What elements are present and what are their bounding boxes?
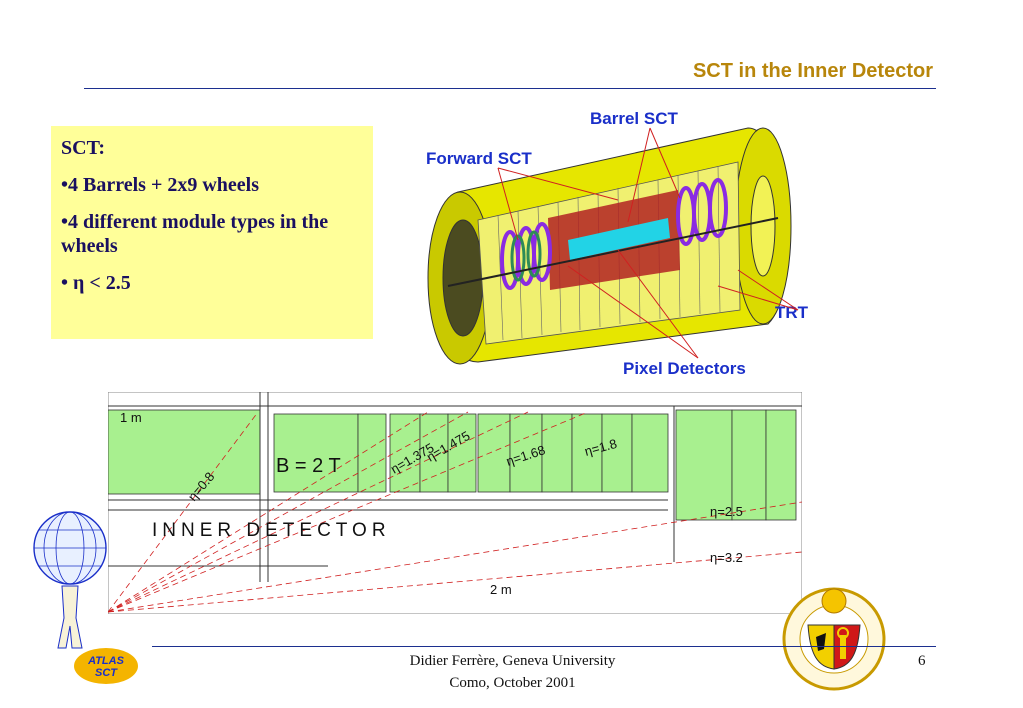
barrel-sct-label: Barrel SCT — [590, 109, 678, 128]
atlas-logo-text: ATLAS — [87, 655, 125, 667]
page-number: 6 — [918, 653, 926, 669]
footer-rule — [152, 646, 936, 647]
eta-label-3.2: η=3.2 — [710, 550, 743, 565]
slide-title: SCT in the Inner Detector — [692, 60, 933, 82]
scale-2m-label: 2 m — [490, 582, 512, 597]
eta-label-2.5: η=2.5 — [710, 504, 743, 519]
info-bullet-1: •4 Barrels + 2x9 wheels — [61, 174, 260, 196]
trt-label: TRT — [775, 303, 808, 322]
forward-sct-label: Forward SCT — [426, 149, 532, 168]
inner-detector-label: INNER DETECTOR — [152, 520, 391, 541]
scale-1m-label: 1 m — [120, 410, 142, 425]
pixel-detectors-label: Pixel Detectors — [623, 359, 746, 378]
footer-author: Didier Ferrère, Geneva University — [409, 653, 616, 669]
footer-venue: Como, October 2001 — [449, 675, 576, 691]
geneva-university-seal — [782, 587, 886, 691]
info-bullet-3: • η < 2.5 — [61, 272, 131, 294]
info-bullet-2: •4 different module types in the wheels — [61, 211, 329, 257]
title-rule — [84, 88, 936, 89]
inner-detector-3d-figure: Barrel SCT Forward SCT TRT Pixel Detecto… — [426, 109, 808, 378]
quarter-section-figure: 1 m 2 m B = 2 T INNER DETECTOR η=0.8 η=1… — [108, 392, 802, 614]
info-heading: SCT: — [61, 137, 106, 159]
info-box: SCT: •4 Barrels + 2x9 wheels •4 differen… — [51, 126, 373, 339]
atlas-sct-logo: ATLAS SCT — [33, 511, 138, 684]
sct-logo-text: SCT — [95, 667, 118, 679]
field-label: B = 2 T — [276, 455, 341, 477]
